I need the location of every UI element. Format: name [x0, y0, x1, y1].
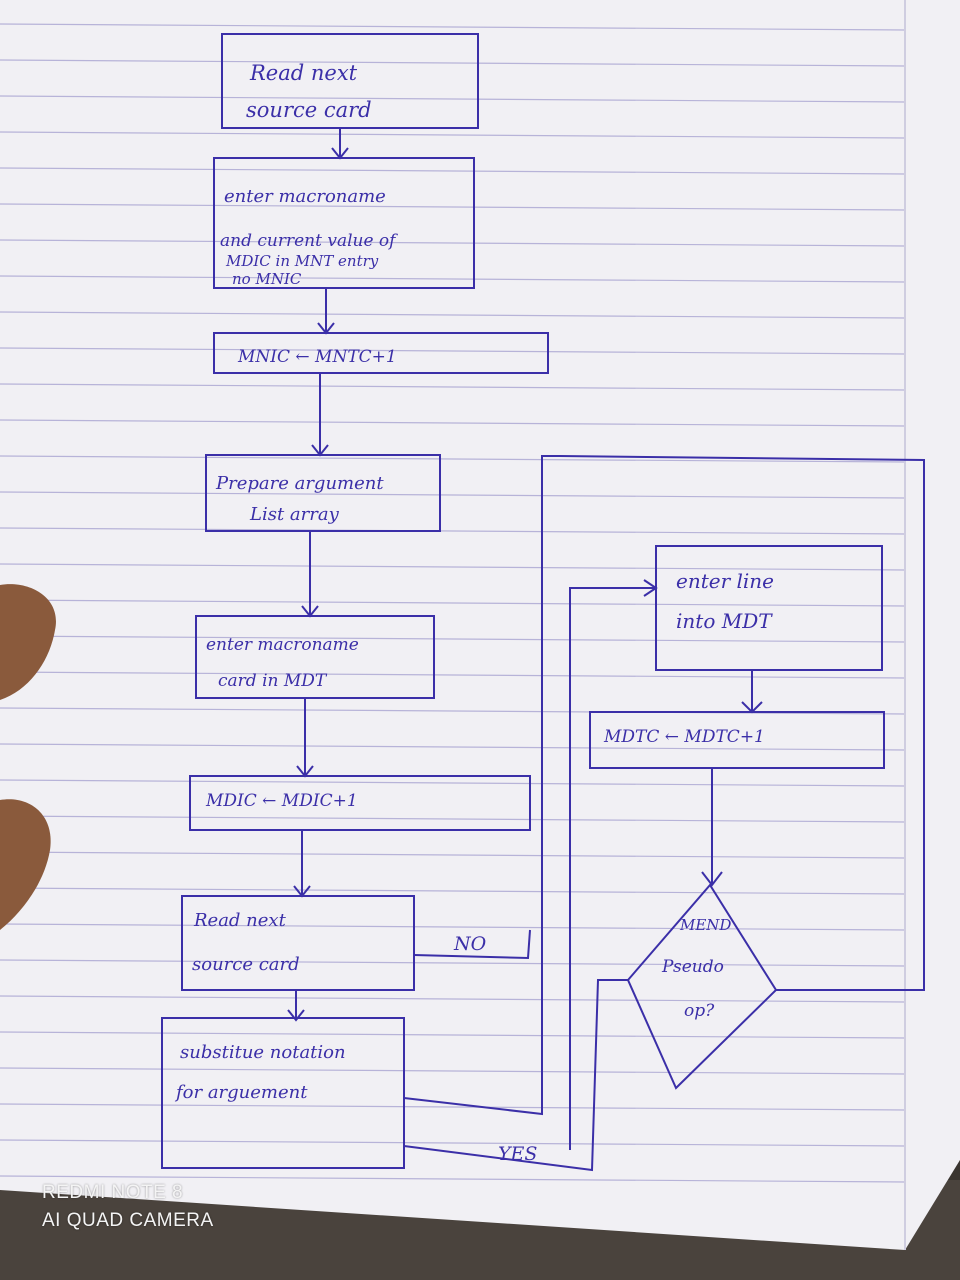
box-substitute — [161, 1017, 405, 1169]
mdtc-increment-text: MDTC ← MDTC+1 — [603, 727, 765, 747]
rule-line — [0, 1031, 906, 1039]
arrow-7-head — [287, 1009, 305, 1022]
rule-line — [0, 419, 906, 427]
enter-macroname-line3: MDIC in MNT entry — [225, 252, 379, 270]
substitute-line2: for arguement — [174, 1082, 308, 1103]
flowchart-labels: Read next source card enter macroname an… — [174, 61, 774, 1165]
enter-card-line2: card in MDT — [218, 671, 328, 691]
no-label: NO — [453, 933, 487, 955]
rule-line — [0, 1139, 906, 1147]
box-enter-card — [195, 615, 435, 699]
watermark-line1: REDMI NOTE 8 — [42, 1182, 184, 1203]
rule-line — [0, 491, 906, 499]
enter-line-line1: enter line — [676, 569, 774, 593]
rule-line — [0, 959, 906, 967]
decision-line2: Pseudo — [661, 957, 724, 977]
rule-line — [0, 743, 906, 751]
enter-line-arrowhead — [643, 579, 658, 597]
box-mnic-increment — [213, 332, 549, 374]
watermark-line2: AI QUAD CAMERA — [42, 1210, 214, 1231]
arrow-1-head — [331, 147, 349, 160]
rule-line — [0, 131, 906, 139]
enter-macroname-line2: and current value of — [220, 231, 398, 251]
arrow-2-head — [317, 322, 335, 335]
enter-macroname-line1: enter macroname — [224, 186, 386, 207]
arrow-3-head — [311, 444, 329, 457]
rule-line — [0, 455, 906, 463]
rule-line — [0, 347, 906, 355]
arrow-9-head — [701, 871, 723, 887]
mdic-increment-text: MDIC ← MDIC+1 — [205, 791, 358, 811]
no-branch-line — [413, 929, 531, 960]
rule-line — [0, 95, 906, 103]
decision-mend — [626, 883, 778, 1090]
rule-line — [0, 275, 906, 283]
rule-line — [0, 887, 906, 895]
rule-line — [0, 23, 906, 31]
rule-line — [0, 1175, 906, 1183]
rule-line — [0, 167, 906, 175]
notebook-page — [0, 0, 960, 1250]
decision-line1: MEND — [679, 916, 731, 934]
rule-line — [0, 1067, 906, 1075]
enter-macroname-line4: no MNIC — [232, 270, 302, 288]
rule-line — [0, 311, 906, 319]
yes-branch-line — [403, 979, 628, 1172]
read-source-2-line2: source card — [192, 954, 300, 975]
rule-line — [0, 383, 906, 391]
prepare-args-line1: Prepare argument — [215, 473, 384, 494]
arrow-8-head — [741, 701, 763, 714]
rule-line — [0, 815, 906, 823]
box-enter-macroname — [213, 157, 475, 289]
read-source-1-line1: Read next — [249, 61, 358, 85]
decision-loop-line — [559, 455, 925, 991]
rule-line — [0, 59, 906, 67]
rule-line — [0, 635, 906, 643]
rule-line — [0, 1103, 906, 1111]
enter-card-line1: enter macroname — [206, 635, 359, 655]
read-source-2-line1: Read next — [193, 910, 287, 931]
finger-top — [0, 584, 56, 700]
rule-line — [0, 995, 906, 1003]
finger-bottom — [0, 799, 51, 930]
arrow-5-head — [296, 765, 314, 778]
box-mdic-increment — [189, 775, 531, 831]
box-mdtc-increment — [589, 711, 885, 769]
rule-line — [0, 923, 906, 931]
flowchart — [161, 33, 925, 1172]
box-prepare-args — [205, 454, 441, 532]
enter-line-line2: into MDT — [676, 609, 773, 633]
rule-line — [0, 563, 906, 571]
rule-line — [0, 239, 906, 247]
read-source-1-line2: source card — [246, 98, 372, 122]
rule-line — [0, 203, 906, 211]
substitute-line1: substitue notation — [180, 1042, 346, 1063]
box-read-source-2 — [181, 895, 415, 991]
arrow-6-head — [293, 885, 311, 898]
rule-line — [0, 671, 906, 679]
loop-line-left — [403, 455, 560, 1116]
rule-line — [0, 599, 906, 607]
prepare-args-line2: List array — [249, 504, 340, 525]
yes-label: YES — [498, 1143, 537, 1165]
decision-line3: op? — [684, 1001, 715, 1021]
loop-line-to-enter — [569, 587, 656, 1150]
box-read-source-1 — [221, 33, 479, 129]
rule-line — [0, 527, 906, 535]
arrow-4-head — [301, 605, 319, 618]
box-enter-line — [655, 545, 883, 671]
rule-line — [0, 851, 906, 859]
mnic-increment-text: MNIC ← MNTC+1 — [237, 347, 397, 367]
rule-line — [0, 779, 906, 787]
